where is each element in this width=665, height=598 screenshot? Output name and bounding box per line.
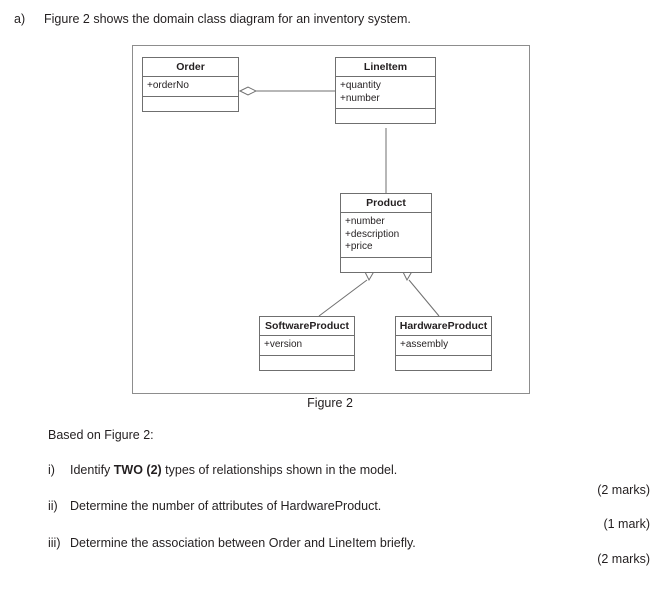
- uml-attribute: +version: [264, 339, 303, 350]
- question-stem: a) Figure 2 shows the domain class diagr…: [14, 11, 654, 27]
- subquestion-ii: ii) Determine the number of attributes o…: [48, 498, 588, 514]
- uml-class-operations: [336, 109, 435, 123]
- subquestion-marker: ii): [48, 499, 58, 513]
- uml-attribute: +number: [345, 216, 385, 227]
- question-text: Figure 2 shows the domain class diagram …: [44, 12, 411, 26]
- uml-attribute: +price: [345, 241, 373, 252]
- subquestion-marker: iii): [48, 536, 61, 550]
- uml-class-attributes: +version: [260, 336, 354, 356]
- uml-class-softwareproduct: SoftwareProduct +version: [259, 316, 355, 371]
- subquestion-i: i) Identify TWO (2) types of relationshi…: [48, 462, 588, 478]
- uml-class-order: Order +orderNo: [142, 57, 239, 112]
- figure-frame: Order +orderNo LineItem +quantity +numbe…: [132, 45, 530, 394]
- uml-attribute: +description: [345, 228, 400, 240]
- figure-caption: Figure 2: [307, 396, 353, 410]
- uml-class-name: SoftwareProduct: [260, 317, 354, 336]
- uml-class-operations: [143, 97, 238, 111]
- uml-class-hardwareproduct: HardwareProduct +assembly: [395, 316, 492, 371]
- marks-ii: (1 mark): [603, 517, 650, 531]
- question-marker: a): [14, 12, 26, 26]
- subquestion-text: Determine the association between Order …: [70, 536, 416, 550]
- uml-class-name: HardwareProduct: [396, 317, 491, 336]
- uml-attribute: +number: [340, 92, 380, 104]
- uml-class-product: Product +number +description +price: [340, 193, 432, 273]
- uml-attribute: +quantity: [340, 80, 381, 91]
- subquestion-text-after: types of relationships shown in the mode…: [161, 463, 398, 477]
- subquestion-text-before: Identify: [70, 463, 114, 477]
- uml-class-operations: [341, 258, 431, 272]
- based-on-prompt: Based on Figure 2:: [48, 428, 154, 442]
- uml-class-attributes: +quantity +number: [336, 77, 435, 109]
- subquestion-text-bold: TWO (2): [113, 463, 162, 477]
- uml-attribute: +assembly: [400, 339, 449, 350]
- uml-attribute: +orderNo: [147, 80, 189, 91]
- uml-class-attributes: +assembly: [396, 336, 491, 356]
- subquestion-marker: i): [48, 463, 55, 477]
- subquestion-iii: iii) Determine the association between O…: [48, 535, 588, 551]
- uml-class-operations: [260, 356, 354, 370]
- uml-class-attributes: +orderNo: [143, 77, 238, 97]
- uml-class-operations: [396, 356, 491, 370]
- uml-class-name: LineItem: [336, 58, 435, 77]
- subquestion-text: Determine the number of attributes of Ha…: [70, 499, 382, 513]
- uml-class-attributes: +number +description +price: [341, 213, 431, 258]
- subquestion-text: Identify TWO (2) types of relationships …: [70, 462, 588, 478]
- marks-iii: (2 marks): [597, 552, 650, 566]
- uml-class-lineitem: LineItem +quantity +number: [335, 57, 436, 124]
- marks-i: (2 marks): [597, 483, 650, 497]
- uml-class-name: Product: [341, 194, 431, 213]
- uml-class-name: Order: [143, 58, 238, 77]
